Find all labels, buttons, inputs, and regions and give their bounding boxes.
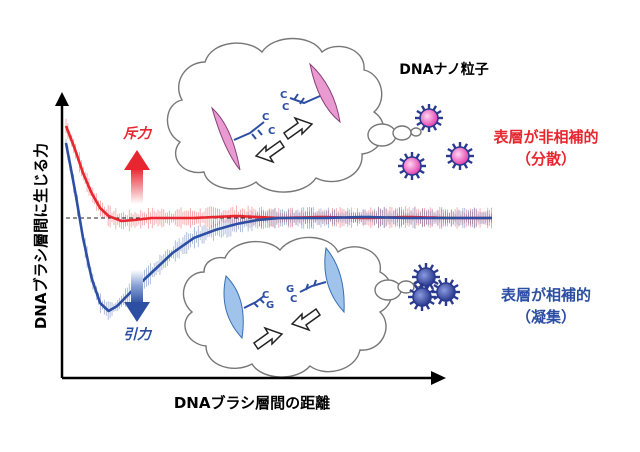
pull-together-arrow-left bbox=[252, 326, 284, 351]
attraction-label: 引力 bbox=[123, 326, 153, 343]
base-label: C bbox=[290, 294, 297, 305]
nanoparticle-icon bbox=[398, 152, 426, 180]
base-label: G bbox=[286, 284, 294, 295]
base-label: C bbox=[262, 112, 269, 123]
y-axis-arrowhead bbox=[55, 92, 69, 106]
dna-strand-left bbox=[233, 121, 265, 141]
cloud-shape-lower bbox=[182, 236, 393, 378]
base-label: G bbox=[266, 300, 274, 311]
base-label: C bbox=[262, 290, 269, 301]
nanoparticle-icon bbox=[408, 283, 436, 311]
dna-bases-right bbox=[293, 93, 305, 105]
base-label: C bbox=[280, 90, 287, 101]
noncomplementary-label: 表層が非相補的 bbox=[493, 128, 598, 146]
pull-together-arrow-right bbox=[290, 307, 322, 332]
nanoparticle-icon bbox=[446, 142, 474, 170]
thought-cloud-lower bbox=[182, 236, 423, 378]
noncomplementary-brushes: C C C C bbox=[211, 62, 341, 171]
nanoparticle-icon bbox=[412, 263, 440, 291]
nanoparticle-label: DNAナノ粒子 bbox=[399, 61, 488, 78]
complementary-label: 表層が相補的 bbox=[501, 286, 591, 304]
aggregation-label: （凝集） bbox=[516, 308, 576, 326]
dna-strand-left bbox=[243, 295, 265, 309]
cloud-bubble bbox=[367, 123, 397, 147]
base-label: C bbox=[282, 102, 289, 113]
base-label: C bbox=[268, 126, 275, 137]
cloud-bubble bbox=[374, 279, 402, 301]
dna-bases-left bbox=[253, 298, 265, 308]
dna-strand-right bbox=[299, 281, 327, 293]
push-apart-arrow-right bbox=[282, 116, 314, 141]
dna-bases-right bbox=[305, 279, 317, 291]
nanoparticle-icon bbox=[415, 104, 443, 132]
cloud-bubble bbox=[410, 127, 422, 137]
cloud-shape-upper bbox=[166, 37, 385, 193]
brush-surface-right bbox=[324, 246, 345, 314]
nanoparticle-icon bbox=[432, 278, 460, 306]
push-apart-arrow-left bbox=[254, 139, 286, 164]
x-axis-arrowhead bbox=[431, 371, 446, 385]
brush-surface-left bbox=[211, 106, 241, 171]
y-axis-label: DNAブラシ層間に生じる力 bbox=[32, 143, 50, 329]
thought-cloud-upper bbox=[166, 37, 422, 193]
complementary-brushes: C G G C bbox=[223, 246, 345, 351]
dna-nanoparticles bbox=[398, 104, 474, 311]
brush-surface-left bbox=[223, 275, 244, 340]
attraction-arrow bbox=[124, 270, 150, 322]
repulsion-label: 斥力 bbox=[123, 125, 153, 142]
x-axis-label: DNAブラシ層間の距離 bbox=[174, 394, 330, 412]
cloud-bubble bbox=[392, 125, 412, 141]
repulsion-arrow bbox=[124, 150, 150, 204]
brush-surface-right bbox=[309, 62, 341, 124]
dna-bases-left bbox=[251, 129, 263, 140]
axes bbox=[55, 92, 446, 385]
dispersion-label: （分散） bbox=[516, 150, 576, 168]
